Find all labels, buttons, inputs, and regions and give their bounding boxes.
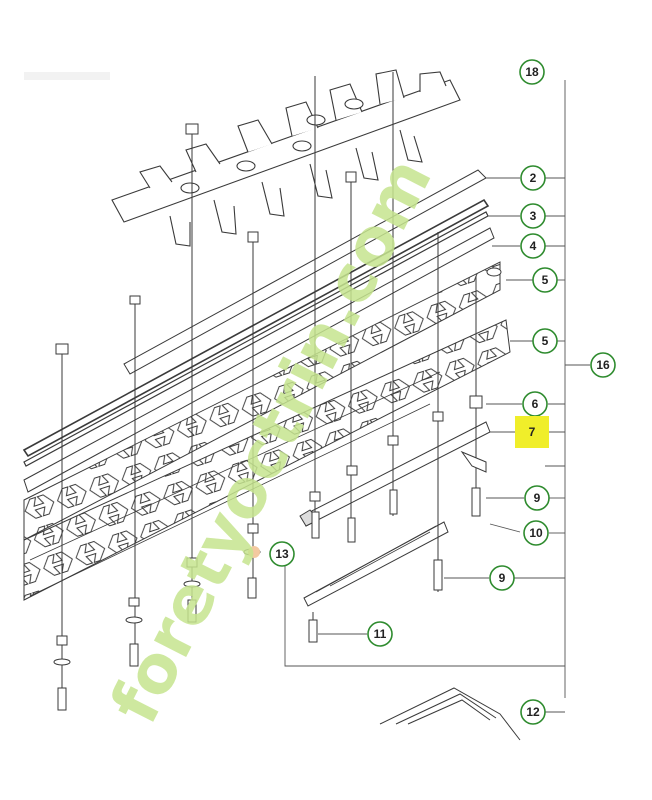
callout-label: 4 (530, 239, 537, 253)
callout-circle (520, 699, 546, 725)
callout-label: 12 (526, 705, 540, 719)
callout-circle (523, 520, 549, 546)
callout-label: 2 (530, 171, 537, 185)
callout-circle (519, 59, 545, 85)
callout-c12: 12 (520, 699, 546, 725)
callout-c18: 18 (519, 59, 545, 85)
callouts: 2 3 4 5 5 16 6 7 9 10 9 11 13 12 18 (269, 59, 616, 725)
callout-label: 16 (596, 358, 610, 372)
part-12-housing (379, 687, 521, 741)
strip-plates (22, 169, 495, 493)
callout-label: 9 (499, 571, 506, 585)
callout-c5a: 5 (532, 267, 558, 293)
callout-c11: 11 (367, 621, 393, 647)
callout-label: 10 (529, 526, 543, 540)
callout-circle (489, 565, 515, 591)
callout-label: 3 (530, 209, 537, 223)
callout-c9a: 9 (524, 485, 550, 511)
callout-label: 9 (534, 491, 541, 505)
callout-circle (520, 203, 546, 229)
blade-guard (111, 69, 461, 247)
callout-c16: 16 (590, 352, 616, 378)
cutting-blades (23, 261, 511, 601)
callout-circle (520, 233, 546, 259)
callout-circle (269, 541, 295, 567)
lower-plates (299, 421, 491, 607)
callout-c5b: 5 (532, 328, 558, 354)
callout-circle (590, 352, 616, 378)
callout-circle (520, 165, 546, 191)
callout-c10: 10 (523, 520, 549, 546)
callout-circle (532, 267, 558, 293)
callout-label: 13 (275, 547, 289, 561)
callout-c4: 4 (520, 233, 546, 259)
fasteners (53, 72, 502, 711)
callout-circle (524, 485, 550, 511)
callout-c7: 7 (515, 416, 549, 448)
callout-circle (532, 328, 558, 354)
callout-label: 18 (525, 65, 539, 79)
callout-label: 7 (529, 425, 536, 439)
callout-c9b: 9 (489, 565, 515, 591)
callout-label: 5 (542, 273, 549, 287)
header-fade (24, 72, 110, 80)
callout-label: 11 (374, 627, 387, 641)
callout-c6: 6 (522, 391, 548, 417)
callout-c3: 3 (520, 203, 546, 229)
callout-circle (520, 420, 544, 444)
leader-lines (284, 80, 590, 713)
callout-c13: 13 (269, 541, 295, 567)
callout-label: 5 (542, 334, 549, 348)
callout-label: 6 (532, 397, 539, 411)
callout-circle (367, 621, 393, 647)
callout-c2: 2 (520, 165, 546, 191)
